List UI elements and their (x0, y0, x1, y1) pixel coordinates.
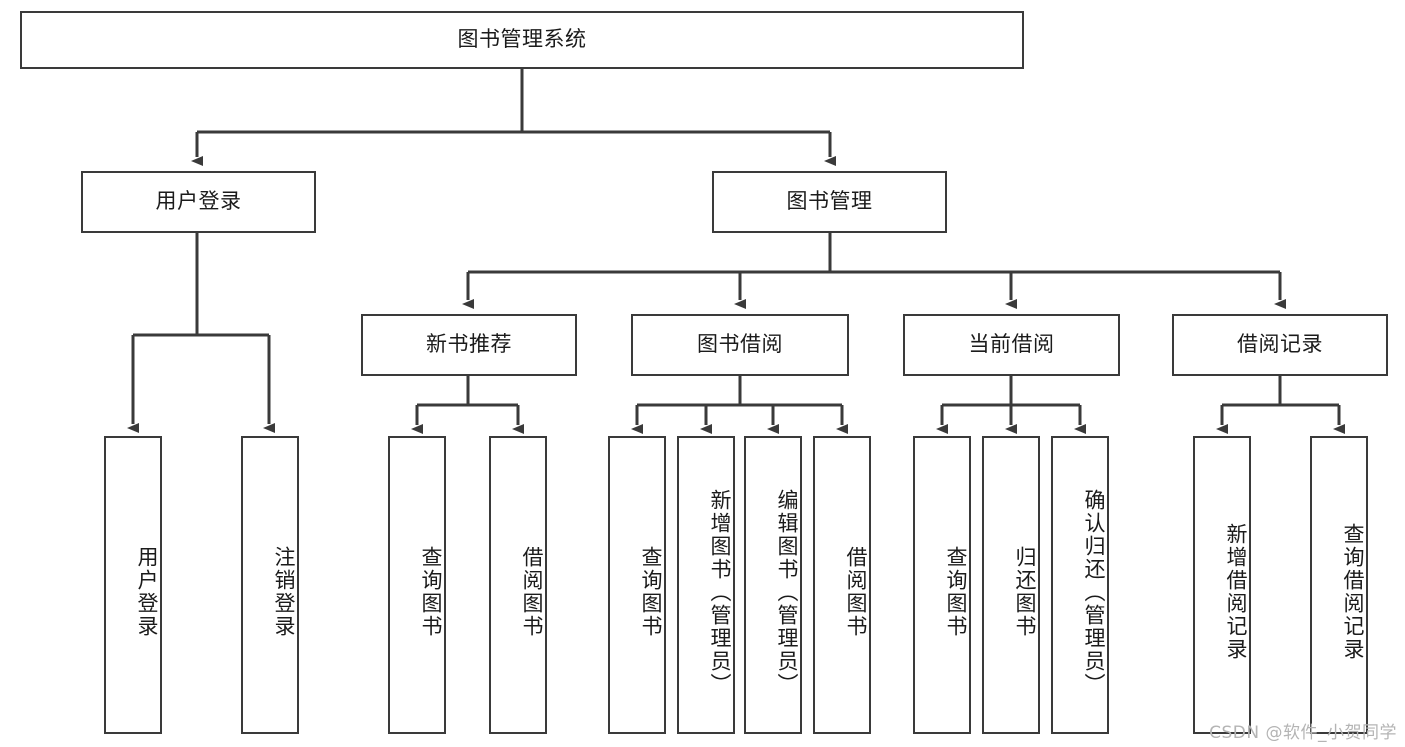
node-leaf-user-login-label: 用户登录 (135, 546, 159, 638)
node-leaf-query-book-1[interactable]: 查询图书 (388, 436, 446, 734)
node-leaf-query-record[interactable]: 查询借阅记录 (1310, 436, 1368, 734)
node-book-manage[interactable]: 图书管理 (712, 171, 947, 233)
node-user-login[interactable]: 用户登录 (81, 171, 316, 233)
node-leaf-logout-login[interactable]: 注销登录 (241, 436, 299, 734)
node-leaf-add-book[interactable]: 新增图书（管理员） (677, 436, 735, 734)
node-leaf-borrow-book-2[interactable]: 借阅图书 (813, 436, 871, 734)
node-borrow-record[interactable]: 借阅记录 (1172, 314, 1388, 376)
node-leaf-borrow-book-2-label: 借阅图书 (844, 546, 868, 638)
node-leaf-add-record[interactable]: 新增借阅记录 (1193, 436, 1251, 734)
node-user-login-label: 用户登录 (155, 189, 242, 214)
node-leaf-query-book-3-label: 查询图书 (944, 546, 968, 638)
node-leaf-confirm-return-label: 确认归还（管理员） (1082, 488, 1106, 696)
node-new-book-recommend-label: 新书推荐 (426, 332, 512, 357)
node-leaf-add-book-label: 新增图书（管理员） (708, 488, 732, 696)
node-current-borrow-label: 当前借阅 (968, 332, 1055, 357)
node-borrow-record-label: 借阅记录 (1237, 332, 1323, 357)
node-leaf-edit-book-label: 编辑图书（管理员） (775, 488, 799, 696)
node-leaf-query-book-2-label: 查询图书 (639, 546, 663, 638)
node-new-book-recommend[interactable]: 新书推荐 (361, 314, 577, 376)
node-leaf-return-book-label: 归还图书 (1013, 546, 1037, 638)
node-book-manage-label: 图书管理 (786, 189, 873, 214)
node-leaf-query-book-3[interactable]: 查询图书 (913, 436, 971, 734)
node-leaf-add-record-label: 新增借阅记录 (1224, 523, 1248, 661)
node-root[interactable]: 图书管理系统 (20, 11, 1024, 69)
node-leaf-query-record-label: 查询借阅记录 (1341, 523, 1365, 661)
node-leaf-query-book-2[interactable]: 查询图书 (608, 436, 666, 734)
node-leaf-return-book[interactable]: 归还图书 (982, 436, 1040, 734)
node-leaf-query-book-1-label: 查询图书 (419, 546, 443, 638)
node-leaf-confirm-return[interactable]: 确认归还（管理员） (1051, 436, 1109, 734)
node-leaf-borrow-book-1[interactable]: 借阅图书 (489, 436, 547, 734)
node-leaf-edit-book[interactable]: 编辑图书（管理员） (744, 436, 802, 734)
node-current-borrow[interactable]: 当前借阅 (903, 314, 1120, 376)
node-book-borrow[interactable]: 图书借阅 (631, 314, 849, 376)
node-book-borrow-label: 图书借阅 (697, 332, 783, 357)
node-leaf-borrow-book-1-label: 借阅图书 (520, 546, 544, 638)
watermark: CSDN @软件_小贺同学 (1209, 723, 1397, 743)
node-leaf-logout-login-label: 注销登录 (272, 546, 296, 638)
node-leaf-user-login[interactable]: 用户登录 (104, 436, 162, 734)
node-root-label: 图书管理系统 (457, 27, 587, 52)
